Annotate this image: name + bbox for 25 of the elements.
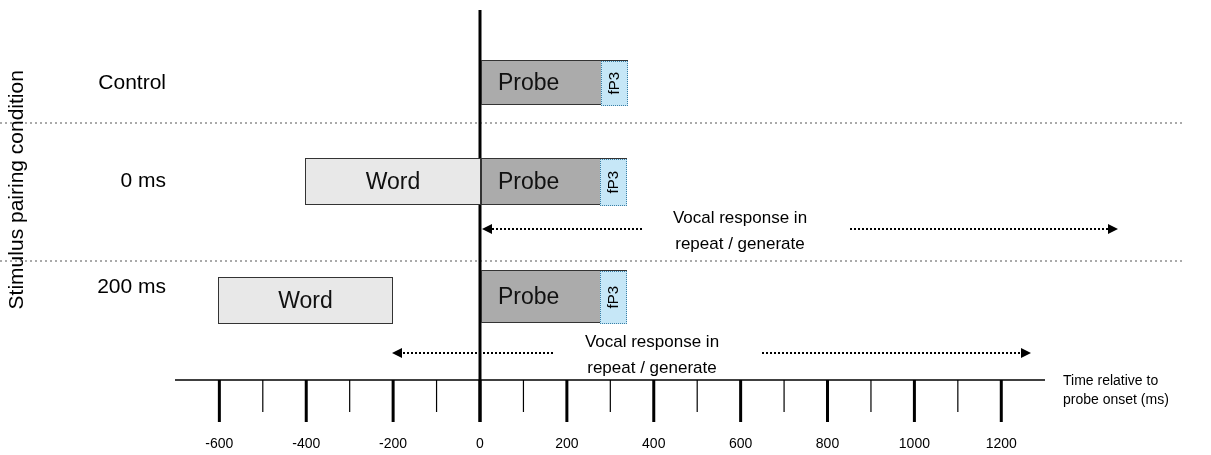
condition-label: Control [97,69,166,95]
tick-label: 1000 [897,434,931,453]
tick-label: 800 [814,434,841,453]
response-label: Vocal response in repeat / generate [583,331,721,379]
probe-stimulus-bar: Probe fP3 [481,60,628,105]
tick-label: -400 [291,434,322,453]
word-stimulus-bar: Word [218,277,393,324]
axis-title: Time relative to probe onset (ms) [1063,371,1170,409]
tick-label: -600 [204,434,235,453]
tick-label: 200 [554,434,580,453]
fp3-segment: fP3 [600,271,627,324]
condition-label: 200 ms [96,273,166,299]
axis-title: Stimulus pairing condition [3,70,29,310]
fp3-segment: fP3 [600,159,627,206]
condition-label: 0 ms [119,167,166,193]
tick-label: 600 [727,434,754,453]
fp3-segment: fP3 [601,61,628,106]
probe-stimulus-bar: Probe fP3 [481,270,627,323]
tick-label: 0 [475,434,485,453]
tick-label: 400 [641,434,667,453]
tick-label: 1200 [984,434,1018,453]
response-label: Vocal response in repeat / generate [671,207,809,255]
word-stimulus-bar: Word [305,158,481,205]
probe-stimulus-bar: Probe fP3 [481,158,627,205]
tick-label: -200 [378,434,409,453]
